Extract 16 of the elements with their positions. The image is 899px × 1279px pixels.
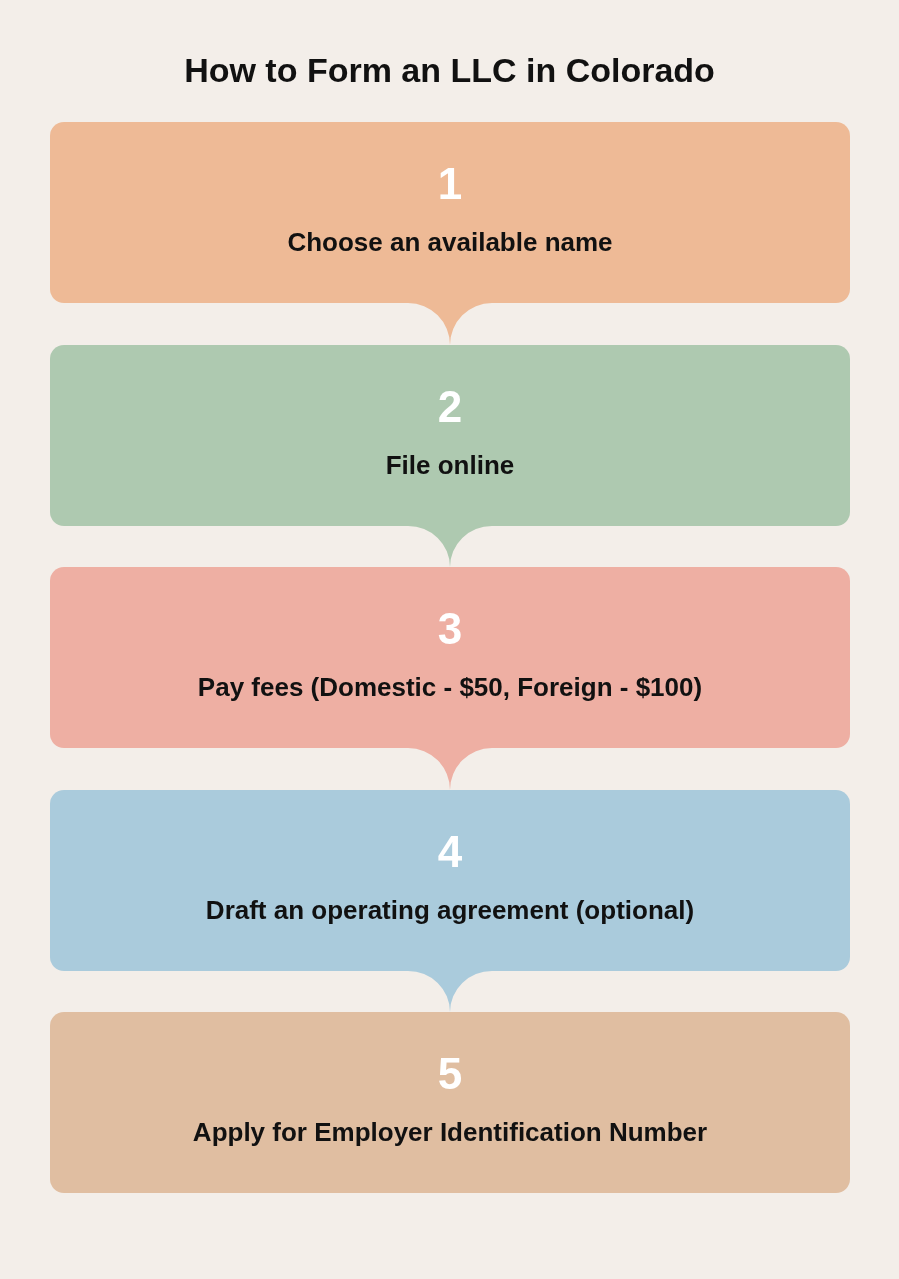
step-box (50, 345, 850, 526)
step-box (50, 790, 850, 971)
step-number: 4 (437, 826, 463, 878)
step-box (50, 1012, 850, 1193)
step-number: 3 (437, 603, 463, 655)
step-number: 5 (437, 1048, 463, 1100)
step-number: 1 (437, 158, 463, 210)
step-label: Pay fees (Domestic - $50, Foreign - $100) (196, 671, 704, 703)
step-number: 2 (437, 381, 463, 433)
step-box (50, 567, 850, 748)
step-label: File online (384, 449, 516, 481)
step-label: Choose an available name (286, 226, 614, 258)
diagram-title: How to Form an LLC in Colorado (184, 50, 715, 91)
step-box (50, 122, 850, 303)
step-label: Apply for Employer Identification Number (191, 1116, 709, 1148)
step-label: Draft an operating agreement (optional) (204, 894, 696, 926)
